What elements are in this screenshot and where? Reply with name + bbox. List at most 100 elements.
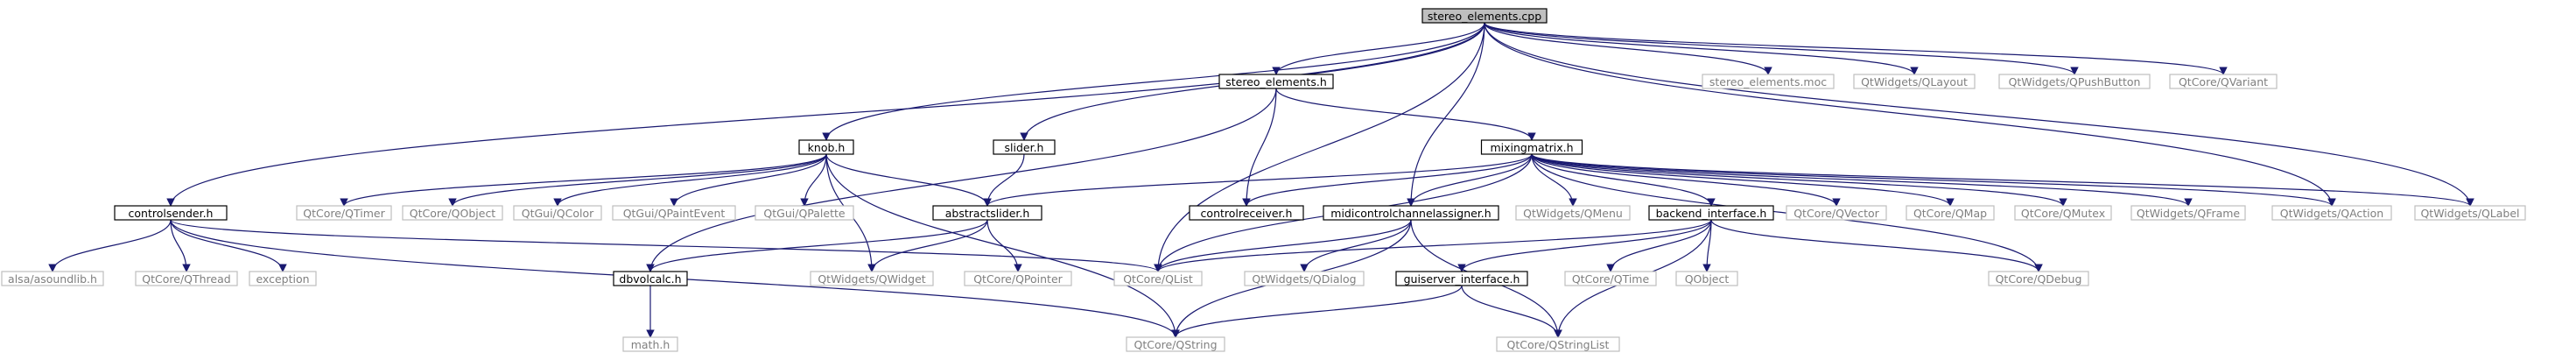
node-slider-h[interactable]: slider.h xyxy=(993,139,1056,155)
node-box xyxy=(1496,336,1620,352)
node-label: QtWidgets/QPushButton xyxy=(2009,75,2141,88)
node-box xyxy=(964,271,1072,286)
node-label: controlreceiver.h xyxy=(1201,207,1293,220)
edge-stereo-elements-cpp-to-qtcore-qvariant xyxy=(1484,22,2228,75)
dependency-edges xyxy=(48,22,2474,338)
node-backend-interface-h[interactable]: backend_interface.h xyxy=(1648,205,1774,221)
edge-stereo-elements-cpp-to-controlsender-h xyxy=(166,22,1485,207)
edge-stereo-elements-cpp-to-stereo-elements-moc xyxy=(1484,22,1772,75)
node-label: QtCore/QMap xyxy=(1913,207,1987,220)
node-qtcore-qobject: QtCore/QObject xyxy=(402,205,503,221)
node-box xyxy=(1675,271,1738,286)
node-label: QtGui/QPaintEvent xyxy=(623,207,726,220)
node-exception: exception xyxy=(249,271,317,286)
edge-stereo-elements-cpp-to-qtwidgets-qlabel xyxy=(1484,22,2474,207)
node-qtcore-qlist: QtCore/QList xyxy=(1113,271,1203,286)
node-label: QtWidgets/QWidget xyxy=(818,272,925,286)
node-box xyxy=(932,205,1042,221)
edge-knob-h-to-qtgui-qpaintevent xyxy=(670,153,827,207)
node-qtgui-qpalette: QtGui/QPalette xyxy=(755,205,854,221)
node-label: QtCore/QThread xyxy=(142,272,230,286)
edge-stereo-elements-cpp-to-qtwidgets-qpushbutton xyxy=(1484,22,2079,75)
node-dbvolcalc-h[interactable]: dbvolcalc.h xyxy=(613,271,688,286)
node-box xyxy=(513,205,602,221)
node-box xyxy=(2271,205,2392,221)
edge-mixingmatrix-h-to-qtwidgets-qaction xyxy=(1531,153,2336,207)
node-abstractslider-h[interactable]: abstractslider.h xyxy=(932,205,1042,221)
edge-mixingmatrix-h-to-qtwidgets-qlabel xyxy=(1531,153,2474,207)
node-controlsender-h[interactable]: controlsender.h xyxy=(114,205,228,221)
node-box xyxy=(1988,271,2089,286)
edge-mixingmatrix-h-to-midicontrolchannelassigner-h xyxy=(1407,153,1533,207)
edge-mixingmatrix-h-to-backend-interface-h xyxy=(1531,153,1716,207)
node-label: guiserver_interface.h xyxy=(1404,272,1520,286)
node-qtcore-qdebug: QtCore/QDebug xyxy=(1988,271,2089,286)
node-qtcore-qpointer: QtCore/QPointer xyxy=(964,271,1072,286)
node-mixingmatrix-h[interactable]: mixingmatrix.h xyxy=(1480,139,1583,155)
edge-backend-interface-h-to-qtcore-qlist xyxy=(1154,219,1712,272)
node-box xyxy=(1323,205,1499,221)
node-box xyxy=(1515,205,1631,221)
node-box xyxy=(1218,74,1334,89)
edge-knob-h-to-qtgui-qcolor xyxy=(553,153,827,207)
node-qtwidgets-qwidget: QtWidgets/QWidget xyxy=(810,271,934,286)
node-label: QtWidgets/QFrame xyxy=(2137,207,2241,220)
node-box xyxy=(1,271,104,286)
node-label: stereo_elements.cpp xyxy=(1428,10,1541,23)
node-stereo-elements-h[interactable]: stereo_elements.h xyxy=(1218,74,1334,89)
edge-mixingmatrix-h-to-qtcore-qvector xyxy=(1531,153,1841,207)
node-label: stereo_elements.h xyxy=(1225,75,1327,88)
node-qtwidgets-qmenu: QtWidgets/QMenu xyxy=(1515,205,1631,221)
node-box xyxy=(613,271,688,286)
node-label: QtCore/QTime xyxy=(1572,272,1650,286)
edge-stereo-elements-cpp-to-midicontrolchannelassigner-h xyxy=(1407,22,1485,207)
node-box xyxy=(612,205,736,221)
node-label: knob.h xyxy=(808,141,846,154)
node-label: mixingmatrix.h xyxy=(1490,141,1573,154)
edge-midicontrolchannelassigner-h-to-qtcore-qlist xyxy=(1154,219,1412,272)
node-qtcore-qtime: QtCore/QTime xyxy=(1564,271,1657,286)
node-label: midicontrolchannelassigner.h xyxy=(1330,207,1491,220)
node-box xyxy=(1113,271,1203,286)
edge-knob-h-to-abstractslider-h xyxy=(825,153,992,207)
node-qobject: QObject xyxy=(1675,271,1738,286)
node-midicontrolchannelassigner-h[interactable]: midicontrolchannelassigner.h xyxy=(1323,205,1499,221)
node-qtwidgets-qframe: QtWidgets/QFrame xyxy=(2130,205,2246,221)
node-label: QtCore/QString xyxy=(1134,338,1217,351)
edge-abstractslider-h-to-qtwidgets-qwidget xyxy=(867,219,988,272)
edge-controlsender-h-to-qtcore-qthread xyxy=(170,219,191,272)
node-box xyxy=(2014,205,2112,221)
node-box xyxy=(1480,139,1583,155)
node-label: QtCore/QList xyxy=(1123,272,1193,286)
node-box xyxy=(249,271,317,286)
node-box xyxy=(993,139,1056,155)
node-box xyxy=(1421,8,1548,24)
node-box xyxy=(755,205,854,221)
edge-mixingmatrix-h-to-qtwidgets-qmenu xyxy=(1531,153,1577,207)
node-label: backend_interface.h xyxy=(1656,207,1767,220)
node-qtcore-qstringlist: QtCore/QStringList xyxy=(1496,336,1620,352)
node-box xyxy=(810,271,934,286)
edge-abstractslider-h-to-dbvolcalc-h xyxy=(646,219,988,272)
node-qtcore-qvector: QtCore/QVector xyxy=(1786,205,1887,221)
node-knob-h[interactable]: knob.h xyxy=(798,139,854,155)
node-box xyxy=(1998,74,2151,89)
node-qtgui-qcolor: QtGui/QColor xyxy=(513,205,602,221)
node-qtwidgets-qlabel: QtWidgets/QLabel xyxy=(2414,205,2526,221)
node-box xyxy=(1126,336,1225,352)
node-label: QtCore/QDebug xyxy=(1996,272,2082,286)
edge-knob-h-to-qtcore-qstring xyxy=(825,153,1180,338)
node-box xyxy=(2414,205,2526,221)
edge-stereo-elements-cpp-to-knob-h xyxy=(822,22,1485,141)
node-guiserver-interface-h[interactable]: guiserver_interface.h xyxy=(1395,271,1528,286)
node-alsa-asoundlib-h: alsa/asoundlib.h xyxy=(1,271,104,286)
node-controlreceiver-h[interactable]: controlreceiver.h xyxy=(1189,205,1304,221)
node-box xyxy=(2169,74,2278,89)
edge-mixingmatrix-h-to-controlreceiver-h xyxy=(1242,153,1533,207)
node-box xyxy=(135,271,238,286)
node-label: QtWidgets/QMenu xyxy=(1523,207,1623,220)
node-label: QObject xyxy=(1685,272,1730,286)
node-stereo-elements-cpp[interactable]: stereo_elements.cpp xyxy=(1421,8,1548,24)
